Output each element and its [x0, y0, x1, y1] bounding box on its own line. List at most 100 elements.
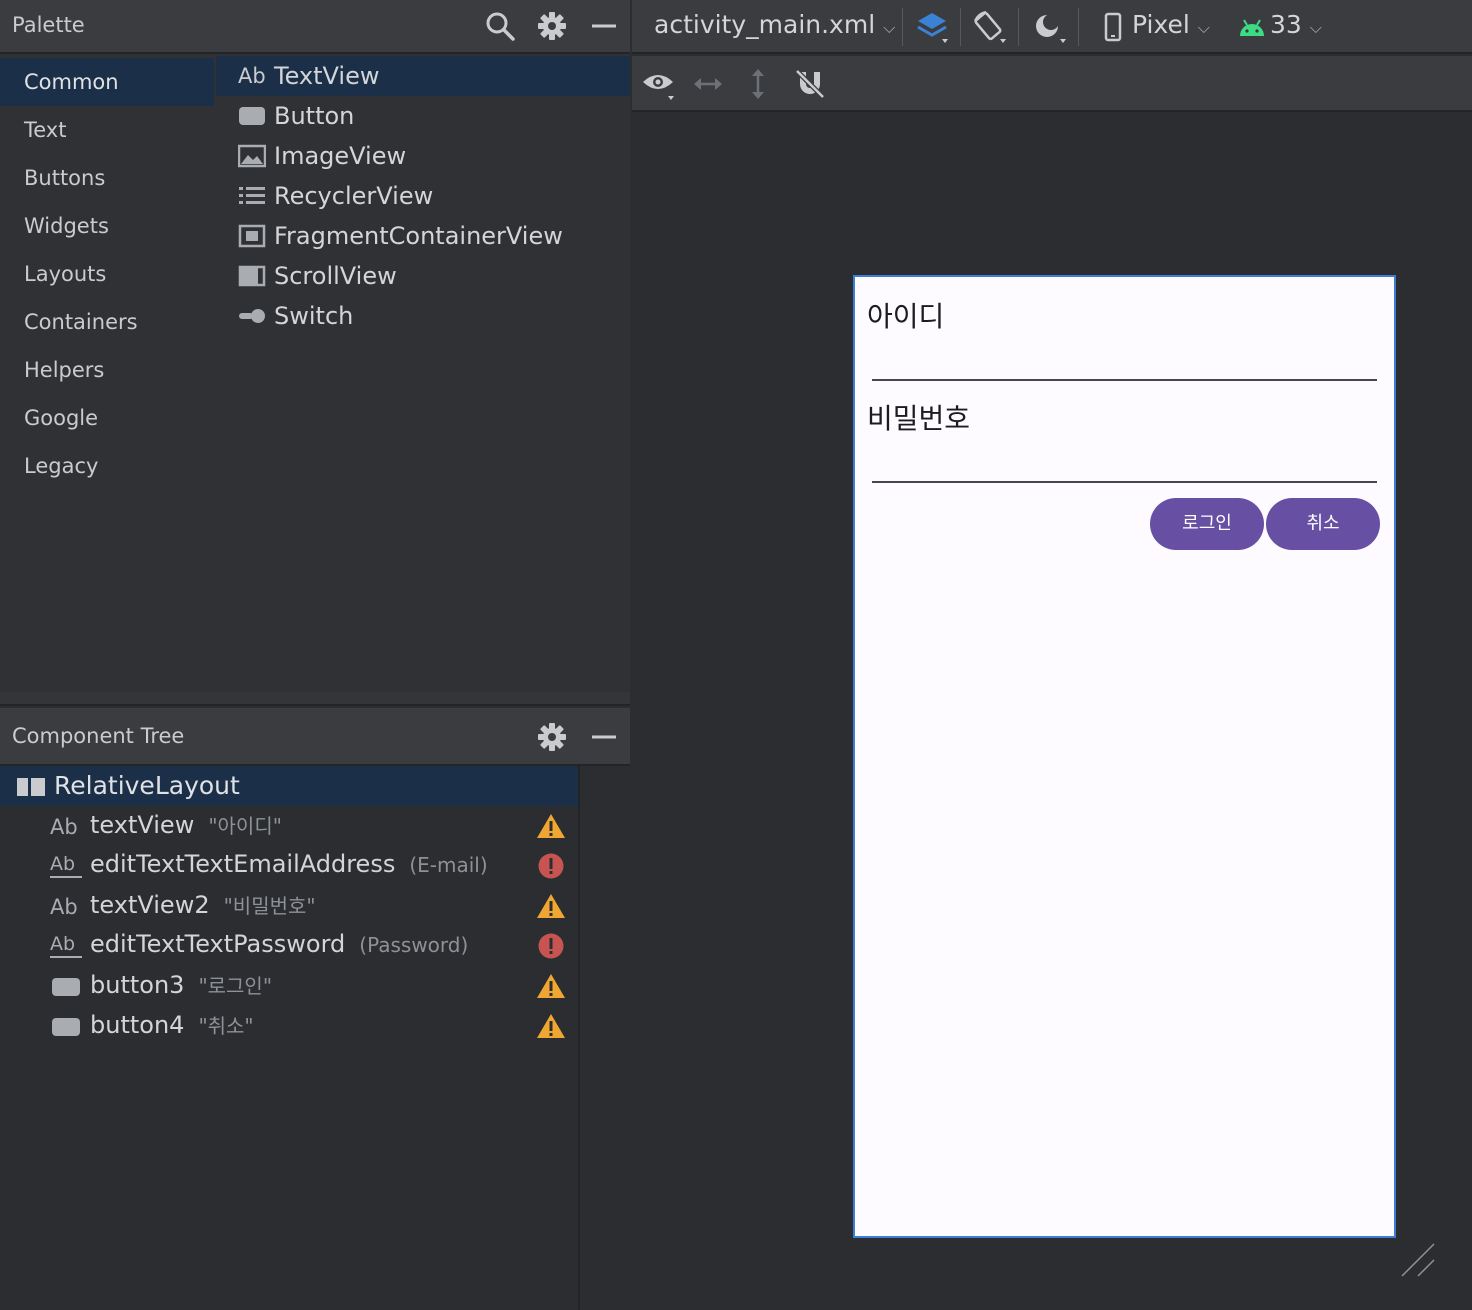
warning-icon[interactable]: [536, 892, 566, 920]
eye-icon[interactable]: [640, 66, 676, 102]
error-icon[interactable]: [536, 932, 566, 960]
fragment-icon: [238, 224, 266, 248]
component-tree: RelativeLayout Ab textView"아이디" Ab editT…: [0, 766, 580, 1310]
component-button[interactable]: Button: [216, 96, 630, 136]
palette-components: Ab TextView Button ImageView RecyclerVie…: [216, 56, 630, 692]
rotate-icon[interactable]: [972, 9, 1008, 45]
category-common[interactable]: Common: [0, 58, 214, 106]
category-helpers[interactable]: Helpers: [24, 358, 105, 382]
list-icon: [239, 187, 265, 204]
button-icon: [52, 978, 80, 996]
edittext-icon: Ab: [50, 854, 82, 878]
tree-node-button3[interactable]: button3 "로그인": [0, 966, 578, 1006]
warning-icon[interactable]: [536, 812, 566, 840]
toolbar-separator: [1078, 8, 1079, 46]
login-button[interactable]: 로그인: [1150, 498, 1264, 550]
palette-panel: Palette Common Text Buttons Widgets Layo…: [0, 0, 630, 692]
category-containers[interactable]: Containers: [24, 310, 138, 334]
email-field[interactable]: [872, 379, 1377, 381]
tree-node-name: editTextTextPassword: [90, 930, 346, 958]
view-options-toolbar: [632, 56, 1472, 112]
file-name: activity_main.xml: [654, 10, 876, 39]
chevron-down-icon: ⌵: [1197, 18, 1210, 37]
tree-node-label: editTextTextPassword (Password): [90, 930, 468, 958]
toolbar-separator: [902, 8, 903, 46]
theme-icon[interactable]: [1032, 9, 1068, 45]
component-tree-panel: Component Tree RelativeLayout Ab: [0, 708, 630, 1310]
warning-icon[interactable]: [536, 1012, 566, 1040]
tree-node-label: button3 "로그인": [90, 970, 272, 999]
api-selector[interactable]: 33 ⌵: [1270, 10, 1322, 39]
component-label: Switch: [274, 302, 354, 330]
error-icon[interactable]: [536, 852, 566, 880]
toolbar-separator: [1018, 8, 1019, 46]
category-widgets[interactable]: Widgets: [24, 214, 109, 238]
tree-node-label: editTextTextEmailAddress(E-mail): [90, 850, 488, 878]
tree-node-button4[interactable]: button4 "취소": [0, 1006, 578, 1046]
horizontal-resize-icon[interactable]: [690, 66, 726, 102]
vertical-resize-icon[interactable]: [740, 66, 776, 102]
category-google[interactable]: Google: [24, 406, 99, 430]
panel-divider[interactable]: [0, 692, 630, 706]
component-label: ImageView: [274, 142, 407, 170]
tree-node-label: textView"아이디": [90, 810, 282, 839]
layers-icon[interactable]: [914, 9, 950, 45]
tree-node-name: textView2: [90, 891, 210, 919]
tree-node-edittexttextpassword[interactable]: Ab editTextTextPassword(Password): [0, 926, 578, 966]
palette-header: Palette: [0, 0, 630, 54]
tree-node-hint: "아이디": [208, 814, 282, 838]
device-preview[interactable]: 아이디 비밀번호 로그인 취소: [853, 275, 1396, 1238]
tree-node-textview2[interactable]: Ab textView2 "비밀번호": [0, 886, 578, 926]
category-legacy[interactable]: Legacy: [24, 454, 99, 478]
component-tree-header: Component Tree: [0, 708, 630, 766]
tree-node-edittexttextemailaddress[interactable]: Ab editTextTextEmailAddress(E-mail): [0, 846, 578, 886]
tree-node-name: button3: [90, 971, 185, 999]
tree-node-relativelayout[interactable]: RelativeLayout: [0, 766, 578, 806]
password-label[interactable]: 비밀번호: [867, 402, 971, 435]
tree-node-hint: "비밀번호": [223, 894, 316, 918]
component-fragmentcontainerview[interactable]: FragmentContainerView: [216, 216, 630, 256]
warning-icon[interactable]: [536, 972, 566, 1000]
component-imageview[interactable]: ImageView: [216, 136, 630, 176]
cancel-button[interactable]: 취소: [1266, 498, 1380, 550]
file-selector[interactable]: activity_main.xml ⌵: [654, 10, 895, 39]
tree-node-name: button4: [90, 1011, 185, 1039]
minimize-icon[interactable]: [588, 10, 620, 42]
device-selector[interactable]: Pixel ⌵: [1132, 10, 1210, 39]
api-level: 33: [1270, 10, 1302, 39]
component-label: TextView: [274, 62, 380, 90]
id-label[interactable]: 아이디: [867, 300, 945, 333]
image-icon: [238, 144, 266, 168]
component-textview[interactable]: Ab TextView: [216, 56, 630, 96]
gear-icon[interactable]: [536, 721, 568, 753]
component-scrollview[interactable]: ScrollView: [216, 256, 630, 296]
textview-icon: Ab: [50, 895, 78, 919]
android-icon[interactable]: [1234, 10, 1270, 46]
gear-icon[interactable]: [536, 10, 568, 42]
component-tree-title: Component Tree: [12, 724, 185, 748]
component-recyclerview[interactable]: RecyclerView: [216, 176, 630, 216]
device-icon[interactable]: [1098, 10, 1134, 46]
magnet-off-icon[interactable]: [792, 66, 828, 102]
textview-icon: Ab: [238, 64, 266, 88]
resize-handle-icon[interactable]: [1398, 1240, 1438, 1280]
button-icon: [52, 1018, 80, 1036]
component-switch[interactable]: Switch: [216, 296, 630, 336]
tree-node-label: button4 "취소": [90, 1010, 254, 1039]
textview-icon: Ab: [50, 815, 78, 839]
tree-node-textview[interactable]: Ab textView"아이디": [0, 806, 578, 846]
search-icon[interactable]: [484, 10, 516, 42]
tree-node-label: RelativeLayout: [54, 771, 240, 800]
category-text[interactable]: Text: [24, 118, 67, 142]
relativelayout-icon: [17, 778, 45, 796]
tree-node-hint: (Password): [359, 933, 469, 957]
chevron-down-icon: ⌵: [1309, 18, 1322, 37]
category-layouts[interactable]: Layouts: [24, 262, 107, 286]
tree-node-hint: "로그인": [198, 974, 273, 998]
category-buttons[interactable]: Buttons: [24, 166, 106, 190]
tree-node-hint: "취소": [198, 1014, 254, 1038]
component-label: Button: [274, 102, 355, 130]
palette-categories: Common Text Buttons Widgets Layouts Cont…: [0, 56, 216, 692]
minimize-icon[interactable]: [588, 721, 620, 753]
password-field[interactable]: [872, 481, 1377, 483]
